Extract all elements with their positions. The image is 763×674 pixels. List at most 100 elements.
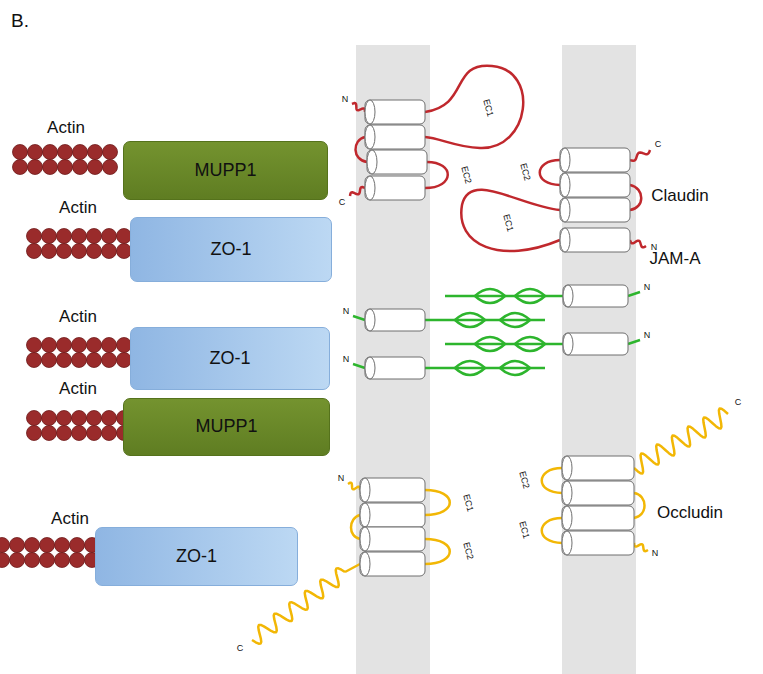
loop-strand (542, 468, 562, 493)
loop-label: EC2 (459, 165, 472, 184)
helix-cylinder (360, 478, 425, 502)
loop-label: EC1 (461, 493, 474, 512)
helix-cylinder (563, 333, 628, 355)
terminus-label: N (652, 549, 659, 558)
actin-bead (102, 411, 117, 426)
terminal-tail (628, 292, 640, 296)
actin-bead (87, 229, 102, 244)
helix-body (560, 173, 630, 197)
actin-bead (73, 160, 88, 175)
terminal-tail (350, 187, 365, 196)
zo1-box: ZO-1 (95, 527, 298, 586)
actin-bead (70, 553, 85, 568)
actin-bead (27, 426, 42, 441)
ig-domain (475, 337, 505, 351)
actin-bead (27, 338, 42, 353)
actin-bead (42, 338, 57, 353)
actin-bead (25, 553, 40, 568)
actin-bead (27, 244, 42, 259)
zo1-box: ZO-1 (130, 217, 332, 282)
terminus-label: N (644, 331, 651, 340)
loop-strand (425, 162, 448, 188)
actin-bead (102, 426, 117, 441)
actin-bead (43, 160, 58, 175)
helix-end (365, 125, 375, 149)
actin-bead (42, 244, 57, 259)
actin-bead (13, 145, 28, 160)
terminal-tail (634, 543, 648, 551)
helix-end (563, 285, 573, 307)
actin-bead (70, 538, 85, 553)
terminus-label: N (342, 95, 349, 104)
helix-end (562, 456, 572, 480)
protein-name: ZO-1 (176, 547, 217, 567)
actin-bead (72, 411, 87, 426)
terminal-tail (353, 316, 365, 320)
actin-bead (42, 411, 57, 426)
actin-label: Actin (59, 308, 97, 325)
helix-body (365, 100, 425, 124)
actin-bead (57, 338, 72, 353)
helix-cylinder (365, 357, 425, 379)
actin-bead (87, 244, 102, 259)
helix-end (360, 552, 370, 576)
terminus-label: N (343, 355, 350, 364)
actin-bead (55, 553, 70, 568)
actin-bead (57, 411, 72, 426)
helix-end (560, 148, 570, 172)
loop-strand (425, 539, 450, 564)
actin-bead (102, 229, 117, 244)
terminus-label: C (735, 398, 742, 407)
actin-bead (72, 244, 87, 259)
helix-body (360, 478, 425, 502)
actin-label: Actin (59, 199, 97, 216)
actin-bead (43, 145, 58, 160)
loop-strand (351, 515, 360, 539)
actin-bead (58, 160, 73, 175)
loop-label: EC1 (517, 520, 530, 539)
helix-end (367, 150, 377, 174)
helix-body (562, 456, 634, 480)
helix-cylinder (560, 173, 630, 197)
actin-bead (102, 244, 117, 259)
helix-end (365, 357, 375, 379)
actin-bead (87, 411, 102, 426)
actin-bead (73, 145, 88, 160)
ig-domain (475, 289, 505, 303)
helix-body (562, 531, 634, 555)
helix-cylinder (360, 527, 425, 551)
helix-body (562, 506, 634, 530)
actin-bead (88, 160, 103, 175)
loop-label: EC2 (517, 470, 530, 489)
actin-bead (72, 229, 87, 244)
actin-bead (25, 538, 40, 553)
helix-body (365, 357, 425, 379)
actin-bead (28, 160, 43, 175)
helix-body (560, 228, 630, 252)
helix-body (365, 125, 425, 149)
helix-end (562, 506, 572, 530)
helix-cylinder (365, 100, 425, 124)
ig-domain (500, 313, 530, 327)
ig-domain (455, 361, 485, 375)
actin-bead (57, 244, 72, 259)
helix-body (563, 333, 628, 355)
helix-cylinder (563, 285, 628, 307)
protein-name: MUPP1 (194, 161, 256, 181)
terminus-label: N (343, 307, 350, 316)
mupp1-box: MUPP1 (123, 141, 328, 200)
helix-end (360, 503, 370, 527)
terminal-tail (352, 103, 365, 112)
helix-cylinder (562, 456, 634, 480)
actin-bead (57, 426, 72, 441)
helix-cylinder (560, 198, 630, 222)
panel-letter: B. (11, 11, 29, 30)
terminal-tail (630, 150, 650, 161)
helix-body (562, 481, 634, 505)
helix-end (360, 478, 370, 502)
loop-strand (630, 185, 641, 210)
protein-name: MUPP1 (195, 417, 257, 437)
helix-end (365, 100, 375, 124)
helix-body (360, 552, 425, 576)
loop-strand (540, 160, 560, 185)
